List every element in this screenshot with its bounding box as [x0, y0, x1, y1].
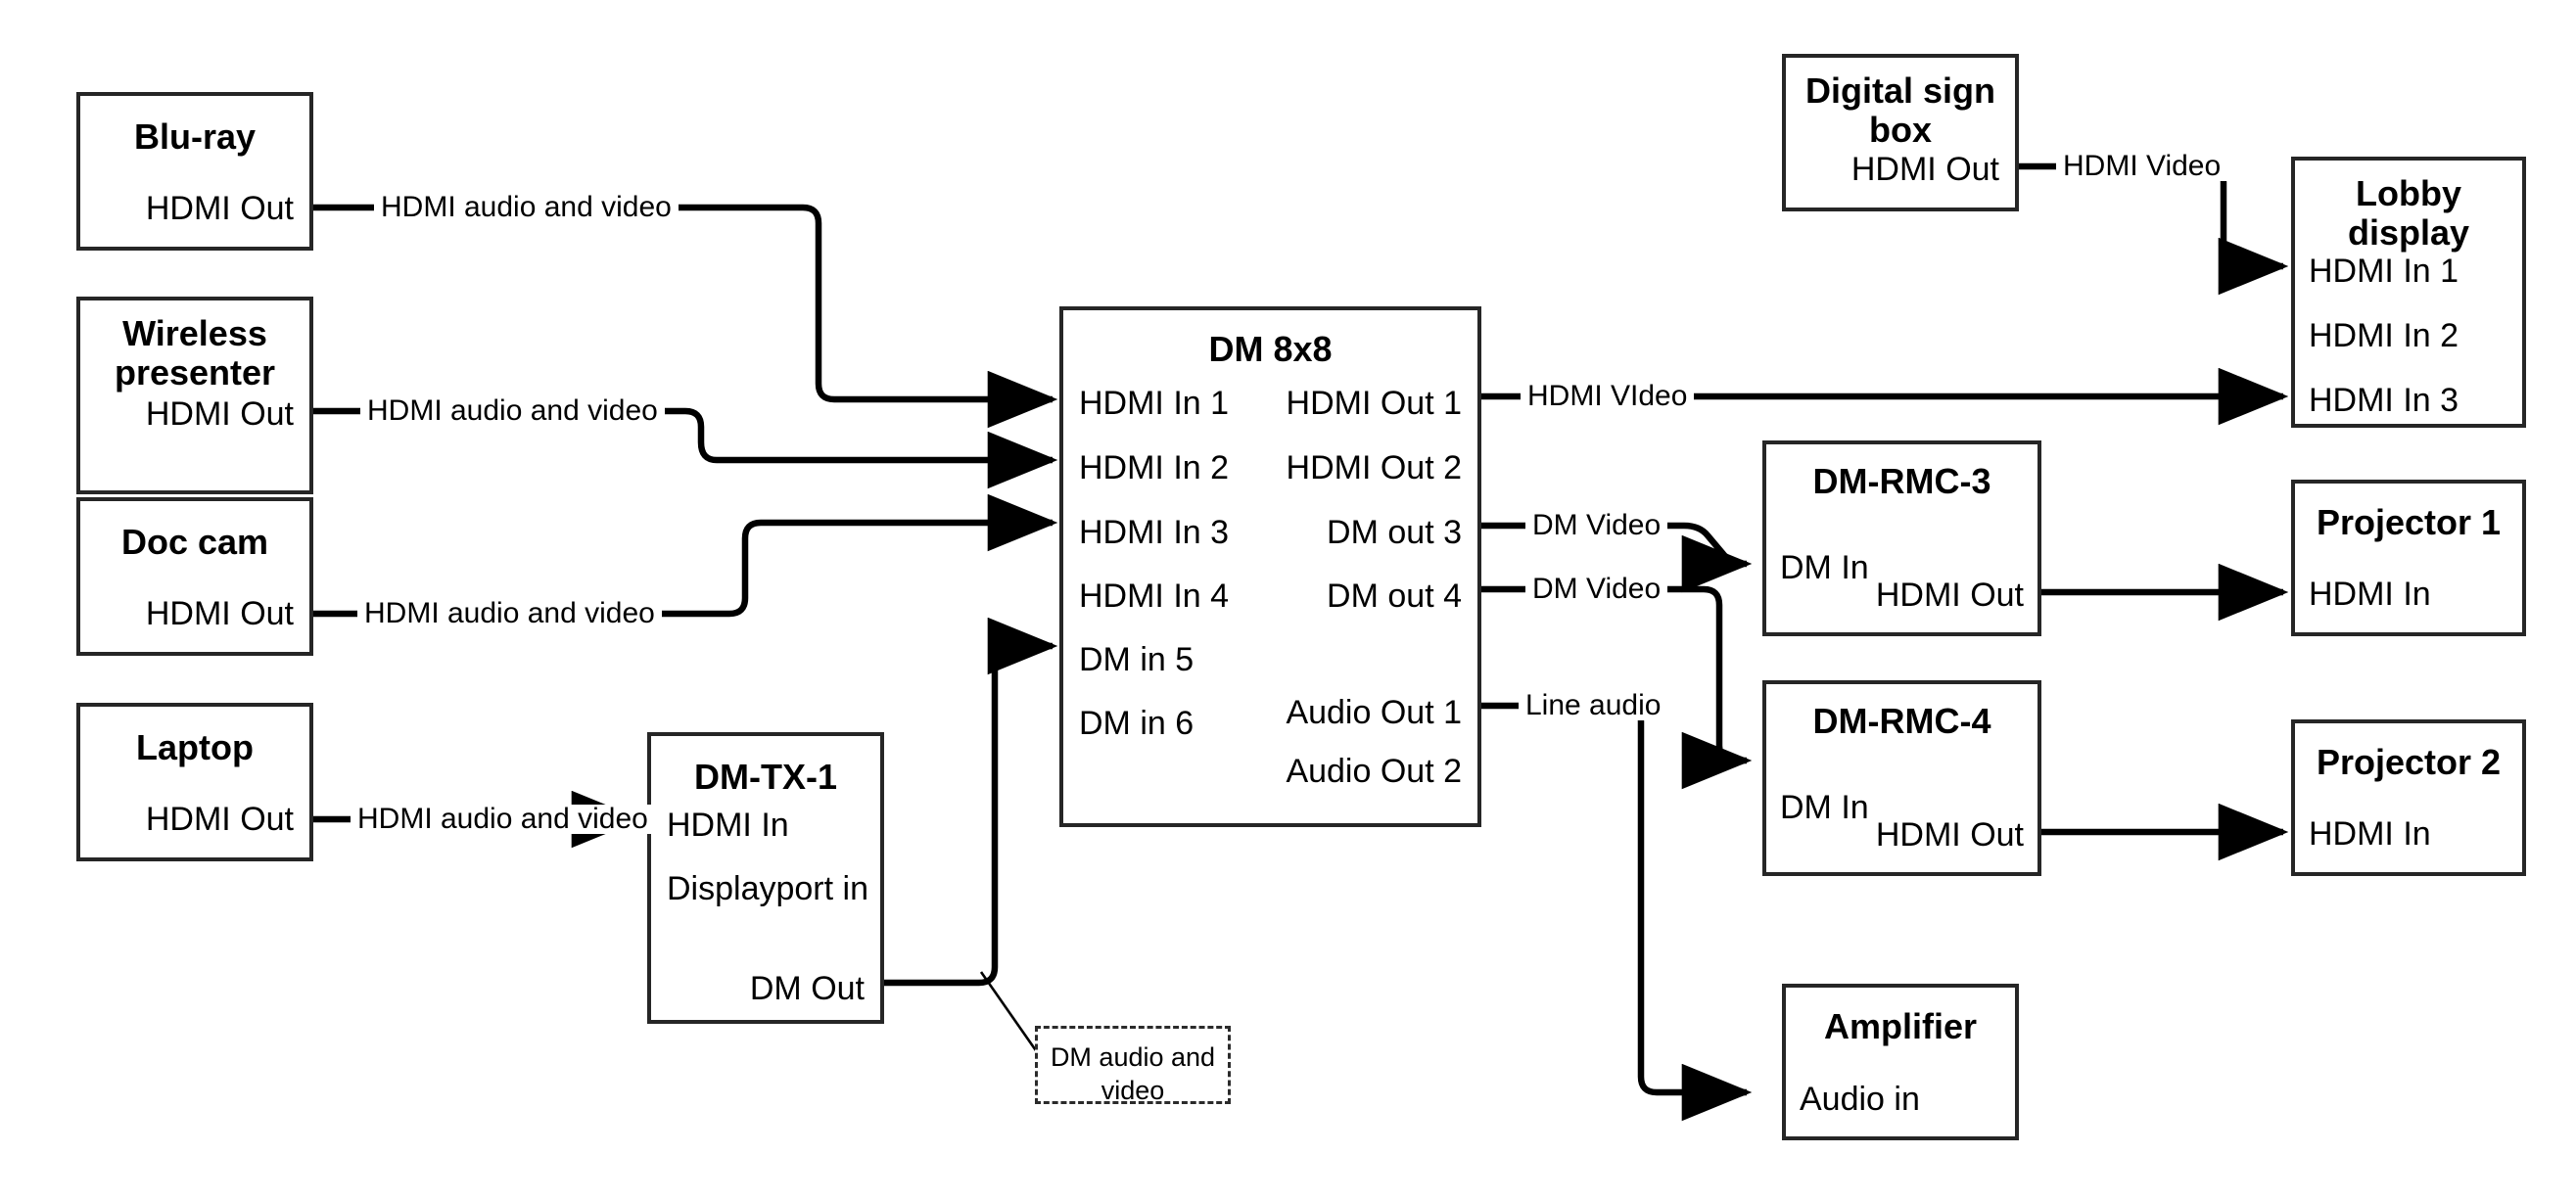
node-projector-1-title: Projector 1 — [2316, 502, 2502, 542]
port-dm-tx-1-dm-out[interactable]: DM Out — [749, 970, 865, 1007]
node-lobby-display[interactable]: Lobby display HDMI In 1 HDMI In 2 HDMI I… — [2291, 157, 2526, 428]
port-dm8x8-hdmi-out-1[interactable]: HDMI Out 1 — [1286, 385, 1462, 422]
edge-label-laptop: HDMI audio and video — [351, 805, 655, 834]
port-lobby-display-hdmi-in-3[interactable]: HDMI In 3 — [2309, 382, 2459, 419]
port-dm8x8-dm-in-6[interactable]: DM in 6 — [1079, 705, 1194, 742]
port-dm-tx-1-displayport-in[interactable]: Displayport in — [667, 870, 868, 907]
port-dm8x8-hdmi-in-4[interactable]: HDMI In 4 — [1079, 577, 1230, 615]
node-bluray-title: Blu-ray — [133, 116, 257, 157]
port-bluray-hdmi-out[interactable]: HDMI Out — [145, 190, 294, 227]
node-laptop-title: Laptop — [136, 727, 254, 767]
edge-dmtx1-to-dm8x8 — [884, 617, 1058, 987]
port-lobby-display-hdmi-in-2[interactable]: HDMI In 2 — [2309, 317, 2459, 354]
node-dm-tx-1-title: DM-TX-1 — [694, 757, 837, 797]
node-wireless-presenter[interactable]: Wireless presenter HDMI Out — [76, 297, 313, 494]
node-doc-cam[interactable]: Doc cam HDMI Out — [76, 497, 313, 656]
edge-label-dm-out-3: DM Video — [1525, 511, 1668, 540]
port-dm-rmc-3-dm-in[interactable]: DM In — [1780, 549, 1869, 586]
port-projector-1-hdmi-in[interactable]: HDMI In — [2309, 576, 2431, 613]
edge-label-dm-out-4: DM Video — [1525, 575, 1668, 604]
edge-doccam-to-dm8x8 — [313, 493, 1058, 618]
port-dm8x8-hdmi-in-1[interactable]: HDMI In 1 — [1079, 385, 1230, 422]
port-laptop-hdmi-out[interactable]: HDMI Out — [145, 801, 294, 838]
node-doc-cam-title: Doc cam — [120, 522, 269, 562]
edge-label-bluray: HDMI audio and video — [374, 193, 679, 222]
node-projector-2[interactable]: Projector 2 HDMI In — [2291, 719, 2526, 876]
port-dm8x8-audio-out-2[interactable]: Audio Out 2 — [1286, 753, 1462, 790]
node-lobby-display-title: Lobby display — [2347, 173, 2470, 254]
port-amplifier-audio-in[interactable]: Audio in — [1800, 1081, 1920, 1118]
node-dm-rmc-3-title: DM-RMC-3 — [1812, 461, 1991, 501]
port-projector-2-hdmi-in[interactable]: HDMI In — [2309, 815, 2431, 853]
edge-label-wireless: HDMI audio and video — [360, 396, 665, 426]
annotation-dm-audio-video-line1: DM audio and — [1050, 1042, 1216, 1072]
node-dm-rmc-4[interactable]: DM-RMC-4 DM In HDMI Out — [1762, 680, 2041, 876]
edge-label-doccam: HDMI audio and video — [357, 599, 662, 628]
edge-dm8x8-to-dmrmc3 — [1481, 522, 1753, 593]
node-amplifier[interactable]: Amplifier Audio in — [1782, 984, 2019, 1140]
edge-dm8x8-to-amplifier — [1481, 702, 1753, 1122]
annotation-dm-audio-video: DM audio and video — [1035, 1026, 1231, 1105]
port-dm-rmc-4-hdmi-out[interactable]: HDMI Out — [1875, 816, 2024, 854]
port-dm-rmc-4-dm-in[interactable]: DM In — [1780, 789, 1869, 826]
edge-bluray-to-dm8x8 — [313, 204, 1058, 429]
port-wireless-presenter-hdmi-out[interactable]: HDMI Out — [145, 395, 294, 433]
node-laptop[interactable]: Laptop HDMI Out — [76, 703, 313, 861]
port-doc-cam-hdmi-out[interactable]: HDMI Out — [145, 595, 294, 632]
node-digital-sign-box[interactable]: Digital sign box HDMI Out — [1782, 54, 2019, 211]
node-dm-rmc-3[interactable]: DM-RMC-3 DM In HDMI Out — [1762, 440, 2041, 636]
edge-label-digital-sign: HDMI Video — [2056, 152, 2228, 181]
port-dm-tx-1-hdmi-in[interactable]: HDMI In — [667, 807, 789, 844]
edge-label-hdmi-out-1: HDMI VIdeo — [1521, 382, 1695, 411]
edge-dm8x8-to-dmrmc4 — [1481, 585, 1753, 790]
node-projector-2-title: Projector 2 — [2316, 742, 2502, 782]
node-bluray[interactable]: Blu-ray HDMI Out — [76, 92, 313, 251]
annotation-dm-audio-video-line2: video — [1101, 1076, 1165, 1105]
node-dm-8x8[interactable]: DM 8x8 HDMI In 1 HDMI In 2 HDMI In 3 HDM… — [1059, 306, 1481, 827]
node-dm-rmc-4-title: DM-RMC-4 — [1812, 701, 1991, 741]
edge-label-audio-out-1: Line audio — [1519, 691, 1668, 720]
port-dm8x8-audio-out-1[interactable]: Audio Out 1 — [1286, 694, 1462, 731]
port-dm8x8-hdmi-out-2[interactable]: HDMI Out 2 — [1286, 449, 1462, 486]
node-dm-tx-1[interactable]: DM-TX-1 HDMI In Displayport in DM Out — [647, 732, 884, 1024]
leader-line-dm-note — [979, 971, 1042, 1057]
node-amplifier-title: Amplifier — [1823, 1006, 1978, 1046]
port-dm8x8-hdmi-in-2[interactable]: HDMI In 2 — [1079, 449, 1230, 486]
port-digital-sign-box-hdmi-out[interactable]: HDMI Out — [1850, 151, 1999, 188]
edge-wireless-to-dm8x8 — [313, 407, 1058, 489]
node-wireless-presenter-title: Wireless presenter — [114, 313, 276, 393]
node-dm-8x8-title: DM 8x8 — [1208, 329, 1333, 369]
port-dm8x8-dm-out-3[interactable]: DM out 3 — [1327, 514, 1462, 551]
port-dm-rmc-3-hdmi-out[interactable]: HDMI Out — [1875, 577, 2024, 614]
node-projector-1[interactable]: Projector 1 HDMI In — [2291, 480, 2526, 636]
node-digital-sign-box-title: Digital sign box — [1804, 70, 1995, 151]
port-dm8x8-hdmi-in-3[interactable]: HDMI In 3 — [1079, 514, 1230, 551]
port-dm8x8-dm-out-4[interactable]: DM out 4 — [1327, 577, 1462, 615]
port-lobby-display-hdmi-in-1[interactable]: HDMI In 1 — [2309, 253, 2459, 290]
port-dm8x8-dm-in-5[interactable]: DM in 5 — [1079, 641, 1194, 678]
